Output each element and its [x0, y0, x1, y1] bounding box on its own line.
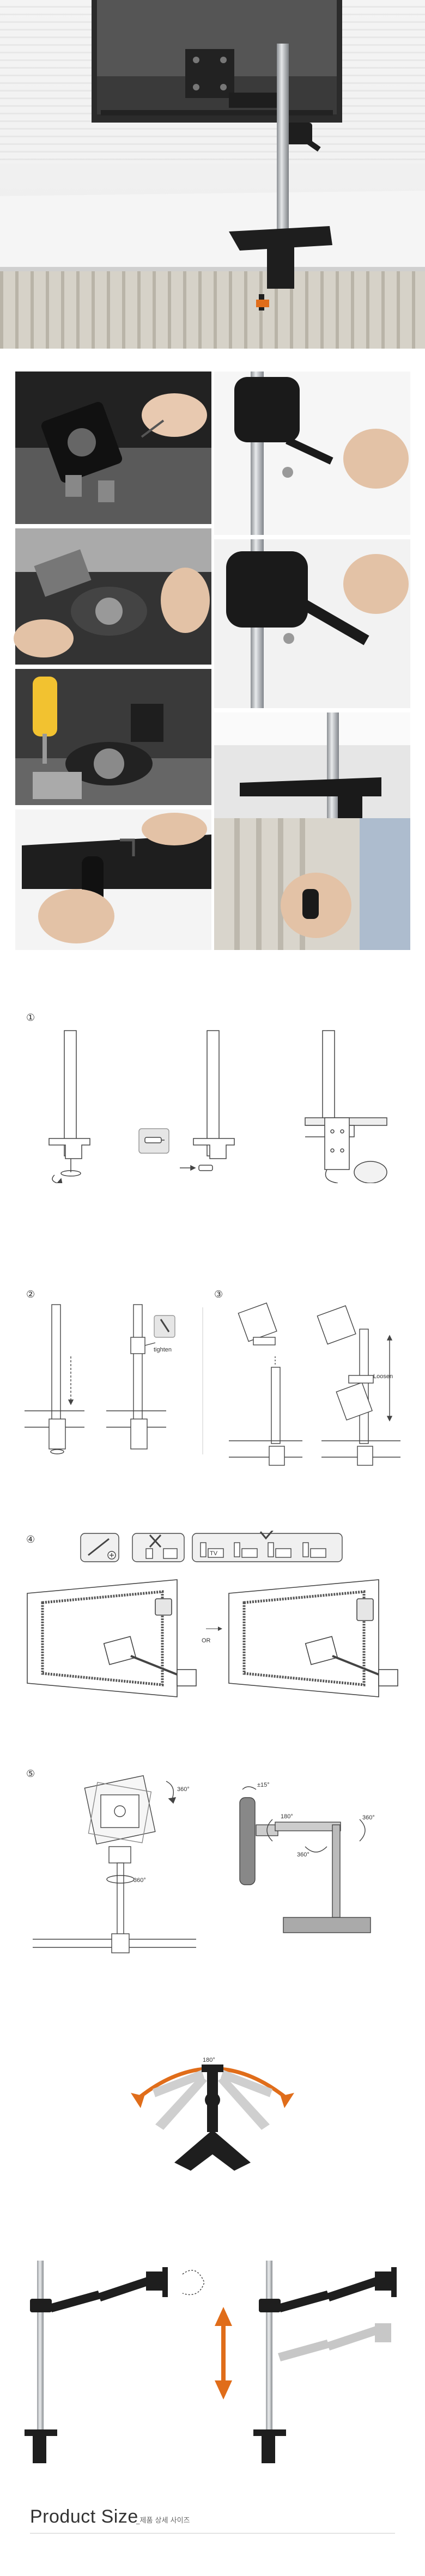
step5-diagram: ⑤ 360° 360°: [0, 1765, 425, 1961]
rotate-360-label-b: 360°: [133, 1877, 146, 1884]
step1-number: ①: [26, 1012, 35, 1024]
or-label: OR: [202, 1637, 211, 1644]
product-size-subtitle: _제품 상세 사이즈: [136, 2517, 190, 2525]
rotate-360-label-c: 360°: [362, 1814, 375, 1821]
product-size-title: Product Size: [30, 2506, 138, 2527]
tilt-15-label: ±15°: [257, 1782, 270, 1788]
arc-180-label: 180°: [203, 2057, 215, 2063]
step5-number: ⑤: [26, 1768, 35, 1780]
photo-screwdriver: [15, 669, 211, 805]
screwdriver-icon: [80, 1533, 119, 1562]
step3-number: ③: [214, 1289, 223, 1300]
loosen-label: Loosen: [373, 1373, 393, 1380]
photo-allen-key: [15, 809, 211, 950]
photo-base-plate: [14, 528, 211, 665]
step4-number: ④: [26, 1534, 35, 1545]
photo-vesa-screw: [15, 372, 211, 524]
check-icon: [192, 1531, 343, 1562]
tighten-label: tighten: [154, 1347, 172, 1353]
step2-number: ②: [26, 1289, 35, 1300]
step2-3-diagram: ② ③ tighten: [0, 1286, 425, 1476]
photo-desk-clamp: [214, 712, 410, 950]
clamp-icon: [229, 226, 332, 310]
rotate-180-label: 180°: [281, 1813, 293, 1820]
height-adjust-diagram: [0, 2244, 425, 2473]
photo-knob-tighten: [214, 372, 410, 535]
step1-diagram: ①: [0, 1009, 425, 1183]
product-size-divider: [30, 2533, 395, 2534]
photo-knob-lever: [214, 539, 410, 708]
installation-photo-grid: [0, 366, 425, 1009]
step4-diagram: ④ TV: [0, 1531, 425, 1705]
rotate-360-label-a: 360°: [177, 1786, 190, 1793]
mount-arm-icon: [185, 49, 321, 152]
cross-icon: [132, 1533, 185, 1562]
hero-photo: [0, 0, 425, 349]
rotation-180-diagram: 180°: [0, 2048, 425, 2212]
tv-label: TV: [210, 1550, 218, 1557]
rotate-360-label-d: 360°: [297, 1852, 309, 1858]
